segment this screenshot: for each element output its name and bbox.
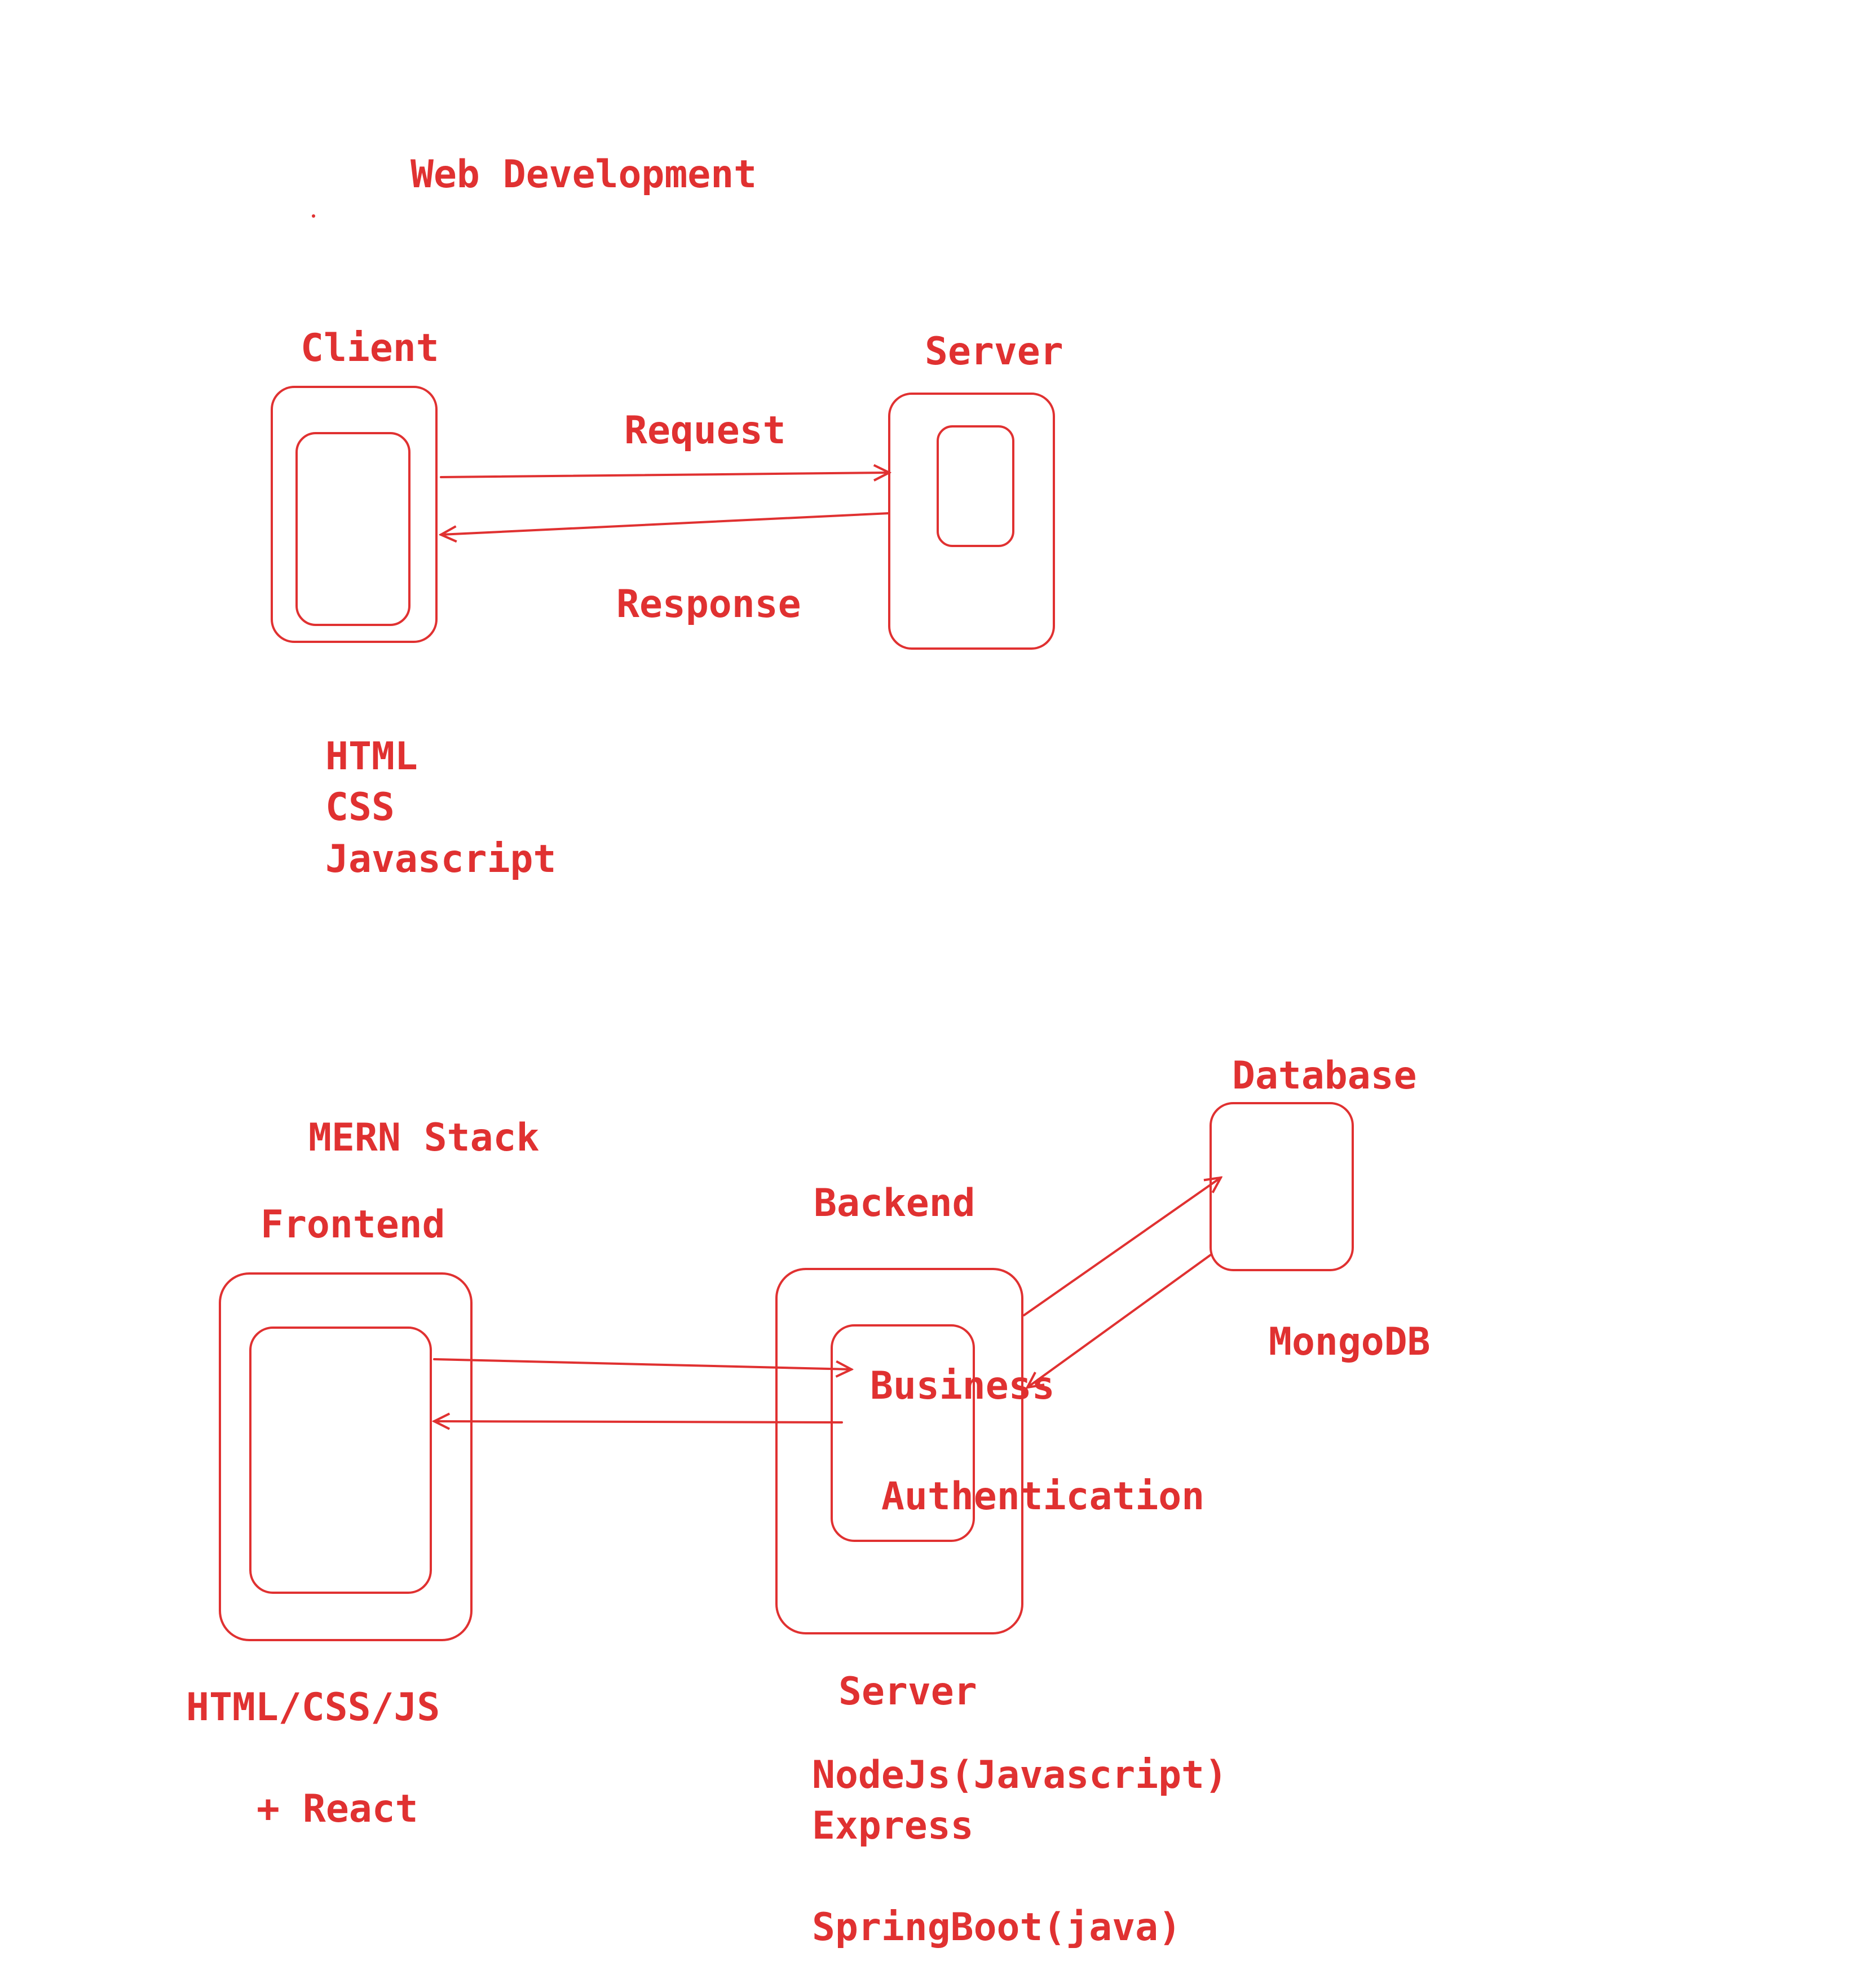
tech-javascript: Javascript (325, 837, 556, 882)
response-label: Response (616, 582, 801, 627)
backend-outer-box (775, 1268, 1023, 1634)
backend-to-frontend-arrow (434, 1421, 843, 1422)
client-outer-box (271, 386, 438, 643)
database-to-backend-arrow (1027, 1254, 1212, 1387)
express-label: Express (812, 1804, 974, 1848)
database-label: Database (1232, 1054, 1417, 1098)
frontend-inner-box (249, 1327, 432, 1594)
tech-css: CSS (325, 785, 395, 830)
tech-html: HTML (325, 734, 418, 779)
page-title: Web Development (410, 152, 757, 197)
request-arrow (440, 473, 889, 477)
client-label: Client (301, 326, 439, 371)
mongodb-label: MongoDB (1269, 1320, 1431, 1364)
authentication-label: Authentication (881, 1474, 1204, 1519)
frontend-label: Frontend (261, 1202, 445, 1247)
nodejs-label: NodeJs(Javascript) (812, 1753, 1228, 1797)
database-box (1210, 1102, 1354, 1271)
client-inner-box (295, 432, 410, 626)
server-outer-box (888, 393, 1055, 650)
react-label: + React (257, 1787, 418, 1831)
backend-label: Backend (814, 1181, 975, 1226)
server-inner-box (937, 425, 1014, 547)
stray-dot (312, 214, 315, 218)
server-label: Server (925, 329, 1063, 374)
springboot-label: SpringBoot(java) (812, 1905, 1181, 1950)
frontend-to-backend-arrow (433, 1358, 851, 1369)
business-label: Business (870, 1364, 1055, 1408)
backend-to-database-arrow (1023, 1178, 1221, 1316)
response-arrow (441, 512, 890, 535)
backend-inner-box (831, 1324, 975, 1542)
request-label: Request (624, 408, 786, 453)
frontend-tech-label: HTML/CSS/JS (186, 1685, 440, 1730)
backend-server-label: Server (838, 1669, 977, 1714)
frontend-outer-box (219, 1272, 473, 1641)
mern-stack-title: MERN Stack (308, 1116, 539, 1160)
